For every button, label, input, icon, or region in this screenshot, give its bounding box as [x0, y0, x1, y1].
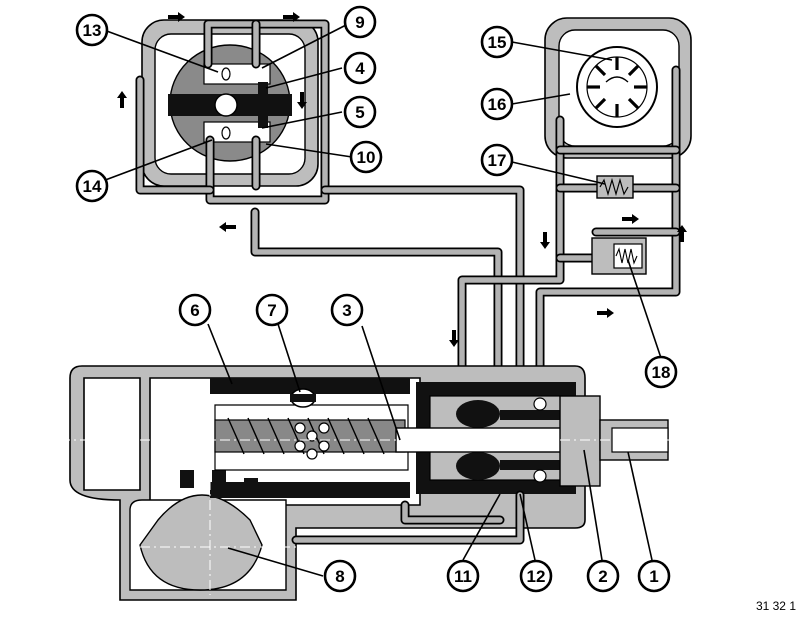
callout-circle	[446, 559, 480, 593]
callout-number: 12	[527, 567, 546, 586]
callout-9: 9	[343, 5, 377, 39]
callout-number: 3	[342, 301, 351, 320]
callout-circle	[480, 87, 514, 121]
callout-number: 8	[335, 567, 344, 586]
callout-circle	[519, 559, 553, 593]
callout-1: 1	[637, 559, 671, 593]
callout-16: 16	[480, 87, 514, 121]
callout-17: 17	[480, 143, 514, 177]
flow-control-valve	[591, 237, 647, 275]
pressure-relief-valve	[596, 175, 634, 199]
callout-13: 13	[75, 13, 109, 47]
figure-reference-code: 31 32 1	[755, 599, 796, 613]
valve-pipes	[135, 19, 525, 390]
callout-3: 3	[330, 293, 364, 327]
callout-number: 9	[355, 13, 364, 32]
callout-circle	[343, 5, 377, 39]
callout-10: 10	[349, 140, 383, 174]
callout-circle	[480, 143, 514, 177]
callout-circle	[178, 293, 212, 327]
callout-5: 5	[343, 95, 377, 129]
callout-number: 1	[649, 567, 658, 586]
callout-number: 5	[355, 103, 364, 122]
callout-7: 7	[255, 293, 289, 327]
callout-circle	[343, 95, 377, 129]
callout-number: 2	[598, 567, 607, 586]
callout-group: 13 9 4 5 10 14 15 16 17 18 6 7 3 8 11 12 2 1	[75, 5, 678, 593]
callout-number: 10	[357, 148, 376, 167]
callout-number: 13	[83, 21, 102, 40]
callout-number: 15	[488, 33, 507, 52]
arrow-up-icon	[117, 91, 127, 108]
callout-circle	[586, 559, 620, 593]
rotary-valve-assembly	[141, 19, 319, 187]
arrow-up-icon	[677, 225, 687, 242]
callout-circle	[637, 559, 671, 593]
callout-number: 14	[83, 177, 102, 196]
arrow-left-icon	[219, 222, 236, 232]
callout-number: 18	[652, 363, 671, 382]
callout-number: 7	[267, 301, 276, 320]
callout-circle	[75, 169, 109, 203]
arrow-down-icon	[540, 232, 550, 249]
callout-circle	[75, 13, 109, 47]
callout-11: 11	[446, 559, 480, 593]
pump-assembly	[544, 17, 692, 159]
flow-arrows	[117, 12, 687, 347]
callout-14: 14	[75, 169, 109, 203]
callout-circle	[480, 25, 514, 59]
arrow-right-icon	[283, 12, 300, 22]
callout-number: 11	[454, 567, 472, 586]
arrow-down-icon	[449, 330, 459, 347]
return-pipe	[291, 490, 525, 545]
callout-12: 12	[519, 559, 553, 593]
arrow-right-icon	[168, 12, 185, 22]
callout-circle	[330, 293, 364, 327]
callout-18: 18	[644, 355, 678, 389]
callout-number: 17	[488, 151, 507, 170]
leader-lines	[99, 23, 662, 577]
callout-circle	[644, 355, 678, 389]
callout-4: 4	[343, 51, 377, 85]
callout-number: 16	[488, 95, 507, 114]
callout-number: 4	[355, 59, 365, 78]
callout-circle	[349, 140, 383, 174]
arrow-down-icon	[297, 92, 307, 109]
callout-number: 6	[190, 301, 199, 320]
callout-circle	[323, 559, 357, 593]
callout-6: 6	[178, 293, 212, 327]
pump-pipes	[457, 65, 681, 390]
callout-15: 15	[480, 25, 514, 59]
arrow-right-icon	[597, 308, 614, 318]
arrow-right-icon	[622, 214, 639, 224]
callout-2: 2	[586, 559, 620, 593]
callout-circle	[255, 293, 289, 327]
steering-gear-housing	[60, 365, 690, 601]
callout-circle	[343, 51, 377, 85]
callout-8: 8	[323, 559, 357, 593]
